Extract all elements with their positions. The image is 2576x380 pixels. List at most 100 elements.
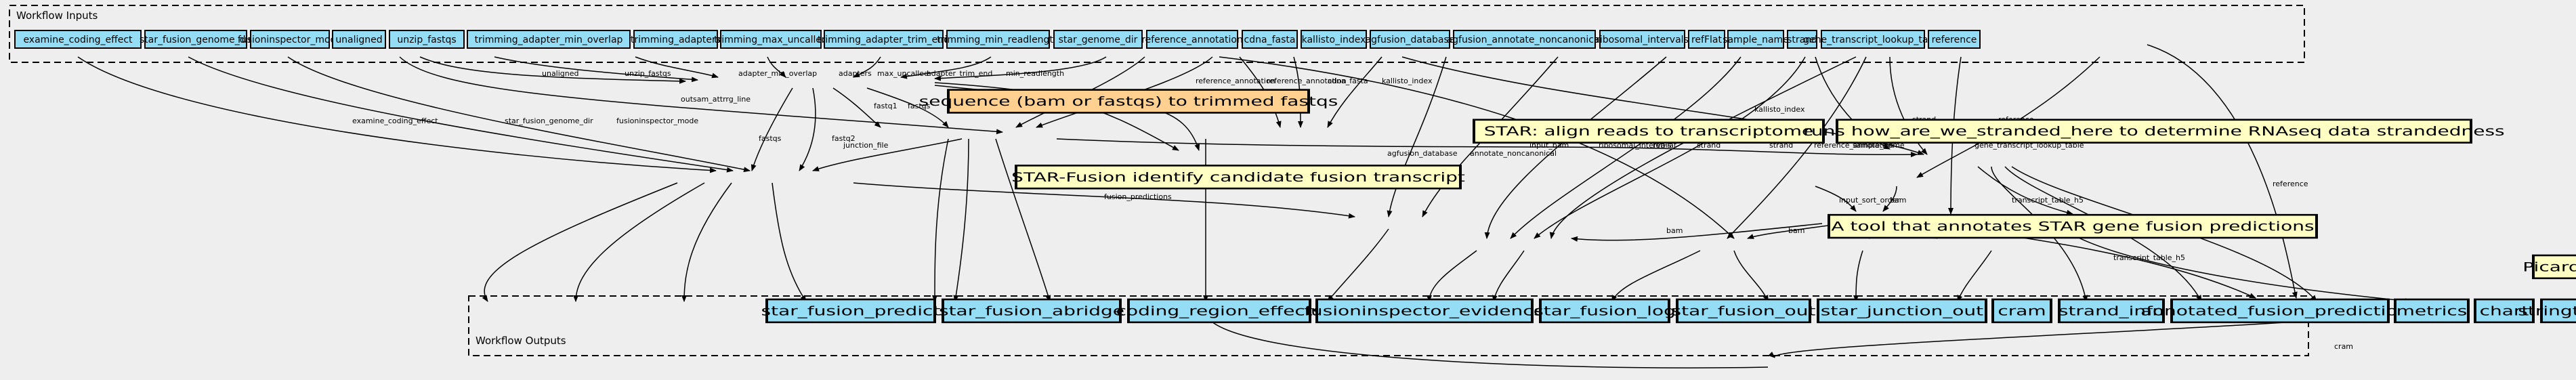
input-box xyxy=(633,30,718,49)
edge-label-reference-cram: reference xyxy=(2273,180,2308,188)
edge-label-ref-annotation-star: reference_annotation xyxy=(1196,77,1275,85)
output-label: star_fusion_out xyxy=(1672,303,1816,318)
output-label: stringtie_gene_expression_tsv xyxy=(2518,303,2576,318)
output-box xyxy=(1676,298,1811,324)
step-box xyxy=(1836,119,2472,144)
input-label: reference xyxy=(1932,35,1977,45)
edge-label-adapter-trim-end: adapter_trim_end xyxy=(927,69,992,78)
workflow-inputs-cluster: Workflow Inputs xyxy=(9,5,2305,63)
input-box xyxy=(1928,30,1981,49)
input-reference-annotation[interactable]: reference_annotation xyxy=(1141,30,1243,49)
edge-sort-bam xyxy=(1882,186,1897,212)
input-refflat[interactable]: refFlat xyxy=(1688,30,1725,49)
step-a-tool-that-annotates-star-gene-fusion-predictions[interactable]: A tool that annotates STAR gene fusion p… xyxy=(1828,213,2318,239)
input-label: agfusion_database xyxy=(1366,35,1455,45)
step-box xyxy=(1015,165,1462,190)
input-trimming-adapter-min-overlap[interactable]: trimming_adapter_min_overlap xyxy=(467,30,631,49)
edge-label-kallisto-index-quant: kallisto_index xyxy=(1754,105,1805,114)
edge-stringtie-gene-expression xyxy=(1611,250,1701,302)
input-box xyxy=(389,30,465,49)
input-star-genome-dir[interactable]: star_genome_dir xyxy=(1053,30,1143,49)
edge-bamcoverage-bigwig xyxy=(1957,250,1992,302)
output-box xyxy=(2394,298,2470,324)
output-box xyxy=(2058,298,2165,324)
output-cram[interactable]: cram xyxy=(1991,298,2052,324)
output-coding-region-effects[interactable]: coding_region_effects xyxy=(1116,298,1323,324)
edge-metrics xyxy=(1427,250,1477,302)
step-star-align-reads-to-transcriptome[interactable]: STAR: align reads to transcriptome xyxy=(1473,119,1825,144)
edge-transcript-table-h5 xyxy=(1977,166,2073,215)
input-label: kallisto_index xyxy=(1302,35,1366,45)
edge-coding-region-effects xyxy=(681,182,732,302)
output-fusioninspector-evidence[interactable]: fusioninspector_evidence xyxy=(1304,298,1545,324)
edge-stringtie-transcript-gtf xyxy=(1733,250,1769,302)
step-star-fusion-identify-candidate-fusion-transcript[interactable]: STAR-Fusion identify candidate fusion tr… xyxy=(1011,165,1465,190)
workflow-outputs-title: Workflow Outputs xyxy=(476,335,566,347)
input-box xyxy=(1453,30,1596,49)
input-label: gene_transcript_lookup_table xyxy=(1803,35,1943,45)
edge-label-fusion-predictions: fusion_predictions xyxy=(1104,192,1172,201)
input-sample-name[interactable]: sample_name xyxy=(1723,30,1789,49)
output-star-fusion-abridge[interactable]: star_fusion_abridge xyxy=(939,298,1124,324)
step-label: Picard: RNA Seq Metrics xyxy=(2522,259,2576,274)
edge-min-readlength xyxy=(934,56,1107,81)
step-label: STAR: align reads to transcriptome xyxy=(1484,124,1813,139)
output-box xyxy=(942,298,1122,324)
input-strand[interactable]: strand xyxy=(1787,30,1817,49)
output-chart[interactable]: chart xyxy=(2474,298,2535,324)
input-trimming-max-uncalled[interactable]: trimming_max_uncalled xyxy=(714,30,828,49)
edge-cram-to-index xyxy=(1768,318,2344,358)
input-label: trimming_min_readlength xyxy=(937,35,1059,45)
input-trimming-adapter-trim-end[interactable]: trimming_adapter_trim_end xyxy=(818,30,950,49)
edge-label-outsam-attrrg-line: outsam_attrrg_line xyxy=(681,95,751,104)
output-label: star_junction_out xyxy=(1821,303,1983,318)
output-nodes: star_fusion_predictstar_fusion_abridgeco… xyxy=(761,298,2576,324)
input-fusioninspector-mode[interactable]: fusioninspector_mode xyxy=(238,30,342,49)
input-reference[interactable]: reference xyxy=(1928,30,1981,49)
input-box xyxy=(1599,30,1685,49)
input-label: unaligned xyxy=(335,35,382,45)
output-annotated-fusion-predictions[interactable]: annotated_fusion_predictions xyxy=(2140,298,2420,324)
input-agfusion-database[interactable]: agfusion_database xyxy=(1366,30,1455,49)
step-runs-how-are-we-stranded-here-to-determine-rnaseq-data-strandedness[interactable]: runs how_are_we_stranded_here to determi… xyxy=(1803,119,2505,144)
edge-label-annotate-noncanonical: annotate_noncanonical xyxy=(1470,149,1557,158)
edge-ref-annotation-stringtie xyxy=(1219,56,1735,239)
output-star-fusion-predict[interactable]: star_fusion_predict xyxy=(761,298,941,324)
output-label: metrics xyxy=(2396,303,2468,318)
input-label: strand xyxy=(1787,35,1817,45)
input-cdna-fasta[interactable]: cdna_fasta xyxy=(1242,30,1298,49)
output-stringtie-gene-expression-tsv[interactable]: stringtie_gene_expression_tsv xyxy=(2518,298,2576,324)
step-sequence-bam-or-fastqs-to-trimmed-fastqs[interactable]: sequence (bam or fastqs) to trimmed fast… xyxy=(919,89,1338,114)
input-ribosomal-intervals[interactable]: ribosomal_intervals xyxy=(1596,30,1689,49)
step-picard-rna-seq-metrics[interactable]: Picard: RNA Seq Metrics xyxy=(2522,254,2576,280)
input-box xyxy=(1787,30,1817,49)
edge-label-ref-annotation-strand: reference_annotation xyxy=(1267,77,1347,85)
input-star-fusion-genome-dir[interactable]: star_fusion_genome_dir xyxy=(140,30,253,49)
output-star-fusion-log[interactable]: star_fusion_log xyxy=(1534,298,1676,324)
edge-label-max-uncalled: max_uncalled xyxy=(877,69,929,78)
input-kallisto-index[interactable]: kallisto_index xyxy=(1301,30,1367,49)
edge-label-cdna-fasta: cdna_fasta xyxy=(1328,77,1368,85)
input-unzip-fastqs[interactable]: unzip_fastqs xyxy=(389,30,465,49)
edge-label-agfusion-database: agfusion_database xyxy=(1387,149,1458,158)
input-agfusion-annotate-noncanonical[interactable]: agfusion_annotate_noncanonical xyxy=(1447,30,1603,49)
output-star-junction-out[interactable]: star_junction_out xyxy=(1817,298,1987,324)
edge-label-unzip-fastqs: unzip_fastqs xyxy=(625,69,671,78)
output-label: chart xyxy=(2480,303,2529,318)
output-metrics[interactable]: metrics xyxy=(2394,298,2470,324)
input-trimming-adapters[interactable]: trimming_adapters xyxy=(631,30,721,49)
workflow-inputs-title: Workflow Inputs xyxy=(16,9,98,22)
input-box xyxy=(946,30,1050,49)
output-strand-info[interactable]: strand_info xyxy=(2058,298,2165,324)
output-star-fusion-out[interactable]: star_fusion_out xyxy=(1672,298,1816,324)
output-label: fusioninspector_evidence xyxy=(1304,303,1545,318)
input-gene-transcript-lookup-table[interactable]: gene_transcript_lookup_table xyxy=(1803,30,1943,49)
input-unaligned[interactable]: unaligned xyxy=(332,30,386,49)
edge-star-fusion-abridge xyxy=(573,182,705,302)
input-trimming-min-readlength[interactable]: trimming_min_readlength xyxy=(937,30,1059,49)
input-label: unzip_fastqs xyxy=(397,35,456,45)
edge-strand-picard xyxy=(1549,56,1857,239)
input-examine-coding-effect[interactable]: examine_coding_effect xyxy=(14,30,142,49)
edge-trim-fastqs-2 xyxy=(866,87,949,128)
step-label: runs how_are_we_stranded_here to determi… xyxy=(1803,124,2504,139)
